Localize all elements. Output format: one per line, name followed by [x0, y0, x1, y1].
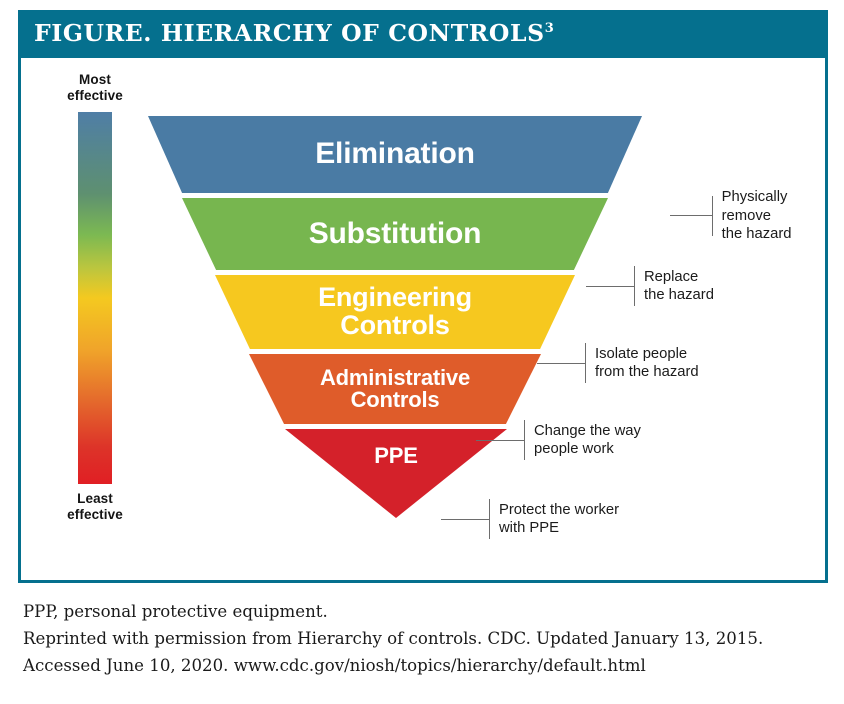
callout-tick-icon	[711, 195, 713, 236]
funnel-tier-elimination-label: Elimination	[315, 137, 475, 171]
callout-ppe-text: Protect the worker with PPE	[499, 501, 620, 537]
callout-administrative-controls: Change the way people work	[476, 420, 641, 460]
figure-title-superscript: 3	[544, 21, 555, 37]
callout-tick-icon	[524, 420, 525, 460]
callout-ppe: Protect the worker with PPE	[441, 499, 619, 539]
callout-elimination: Physically remove the hazard	[670, 188, 825, 244]
effectiveness-scale: Most effective Least effective	[43, 72, 147, 523]
effectiveness-gradient-bar	[78, 112, 112, 484]
funnel-tier-engineering-controls-label: Engineering Controls	[318, 282, 472, 340]
callout-administrative-controls-text: Change the way people work	[534, 422, 641, 458]
callout-leader-line-icon	[670, 215, 712, 217]
callout-tick-icon	[489, 499, 490, 539]
callout-substitution-text: Replace the hazard	[644, 268, 714, 304]
scale-most-effective-label: Most effective	[67, 72, 123, 103]
funnel-tier-ppe-label: PPE	[374, 443, 418, 468]
footnote-line-access: Accessed June 10, 2020. www.cdc.gov/nios…	[23, 656, 646, 675]
callout-leader-line-icon	[537, 362, 585, 364]
callout-tick-icon	[634, 266, 635, 306]
callout-tick-icon	[585, 343, 586, 383]
funnel-tier-administrative-controls[interactable]: Administrative Controls	[249, 354, 541, 424]
figure-title: FIGURE. HIERARCHY OF CONTROLS3	[34, 19, 554, 47]
figure-footnote: PPP, personal protective equipment. Repr…	[23, 598, 823, 679]
funnel-tier-engineering-controls[interactable]: Engineering Controls	[215, 275, 575, 349]
callout-leader-line-icon	[586, 285, 634, 287]
callout-elimination-text: Physically remove the hazard	[721, 189, 792, 242]
scale-least-effective-label: Least effective	[67, 491, 123, 522]
funnel-tier-elimination[interactable]: Elimination	[148, 116, 642, 193]
footnote-line-abbreviation: PPP, personal protective equipment.	[23, 602, 328, 621]
figure-title-text: FIGURE. HIERARCHY OF CONTROLS	[34, 19, 545, 47]
figure-panel: FIGURE. HIERARCHY OF CONTROLS3 Most effe…	[18, 10, 828, 583]
funnel-tier-substitution[interactable]: Substitution	[182, 198, 608, 270]
figure-body: Most effective Least effective Eliminati…	[18, 58, 828, 583]
hierarchy-funnel: Elimination Substitution Engineering Con…	[129, 58, 659, 518]
funnel-tier-administrative-controls-label: Administrative Controls	[319, 364, 471, 412]
funnel-tier-substitution-label: Substitution	[308, 216, 482, 250]
callout-leader-line-icon	[476, 439, 524, 441]
callout-substitution: Replace the hazard	[586, 266, 714, 306]
figure-header-bar: FIGURE. HIERARCHY OF CONTROLS3	[18, 10, 828, 58]
footnote-line-permission: Reprinted with permission from Hierarchy…	[23, 629, 764, 648]
callout-engineering-controls: Isolate people from the hazard	[537, 343, 699, 383]
callout-leader-line-icon	[441, 518, 489, 520]
callout-engineering-controls-text: Isolate people from the hazard	[595, 345, 699, 381]
